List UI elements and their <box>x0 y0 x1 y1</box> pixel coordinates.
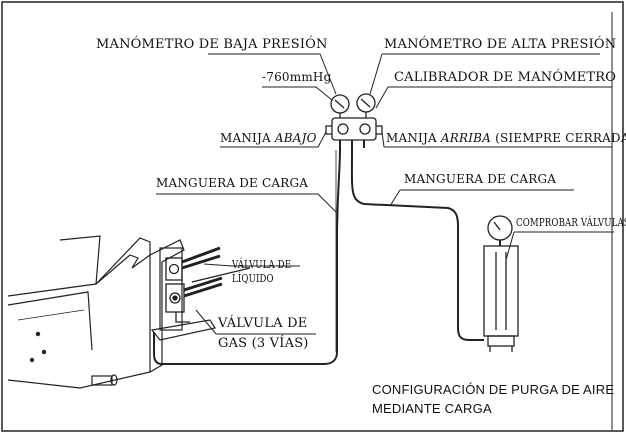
charge-hose-left <box>153 147 341 365</box>
check-valves-label: COMPROBAR VÁLVULAS <box>516 216 626 229</box>
handle-down-label: MANIJA ABAJO <box>220 131 317 145</box>
caption-line-1: CONFIGURACIÓN DE PURGA DE AIRE <box>372 382 615 397</box>
charge-hose-left-label: MANGUERA DE CARGA <box>156 176 309 190</box>
handle-down-word: ABAJO <box>274 131 317 145</box>
handle-up-word: ARRIBA <box>440 131 492 145</box>
handle-word-left: MANIJA <box>220 131 271 145</box>
outdoor-unit <box>7 235 216 389</box>
gas-valve-label-line1: VÁLVULA DE <box>218 316 308 331</box>
handle-up-label: MANIJA ARRIBA (SIEMPRE CERRADA) <box>386 131 626 145</box>
high-pressure-gauge-label: MANÓMETRO DE ALTA PRESIÓN <box>384 37 617 52</box>
charge-hose-right-label: MANGUERA DE CARGA <box>404 172 557 186</box>
gauge-calibrator-label: CALIBRADOR DE MANÓMETRO <box>394 70 617 85</box>
liquid-valve <box>165 246 251 283</box>
gauge-manifold <box>325 93 383 150</box>
liquid-valve-label-line1: VÁLVULA DE <box>232 258 292 271</box>
handle-word-right: MANIJA <box>386 131 437 145</box>
liquid-valve-label-line2: LÍQUIDO <box>232 272 274 285</box>
low-pressure-gauge-label: MANÓMETRO DE BAJA PRESIÓN <box>96 37 328 52</box>
charging-cylinder <box>483 215 519 352</box>
caption-line-2: MEDIANTE CARGA <box>372 401 492 416</box>
handle-up-note: (SIEMPRE CERRADA) <box>495 131 626 145</box>
charge-hose-right <box>350 149 484 341</box>
vacuum-reading-label: -760mmHg <box>262 70 332 84</box>
leader-lines <box>156 53 614 335</box>
gas-valve <box>165 276 223 323</box>
gas-valve-label-line2: GAS (3 VÍAS) <box>218 336 309 351</box>
